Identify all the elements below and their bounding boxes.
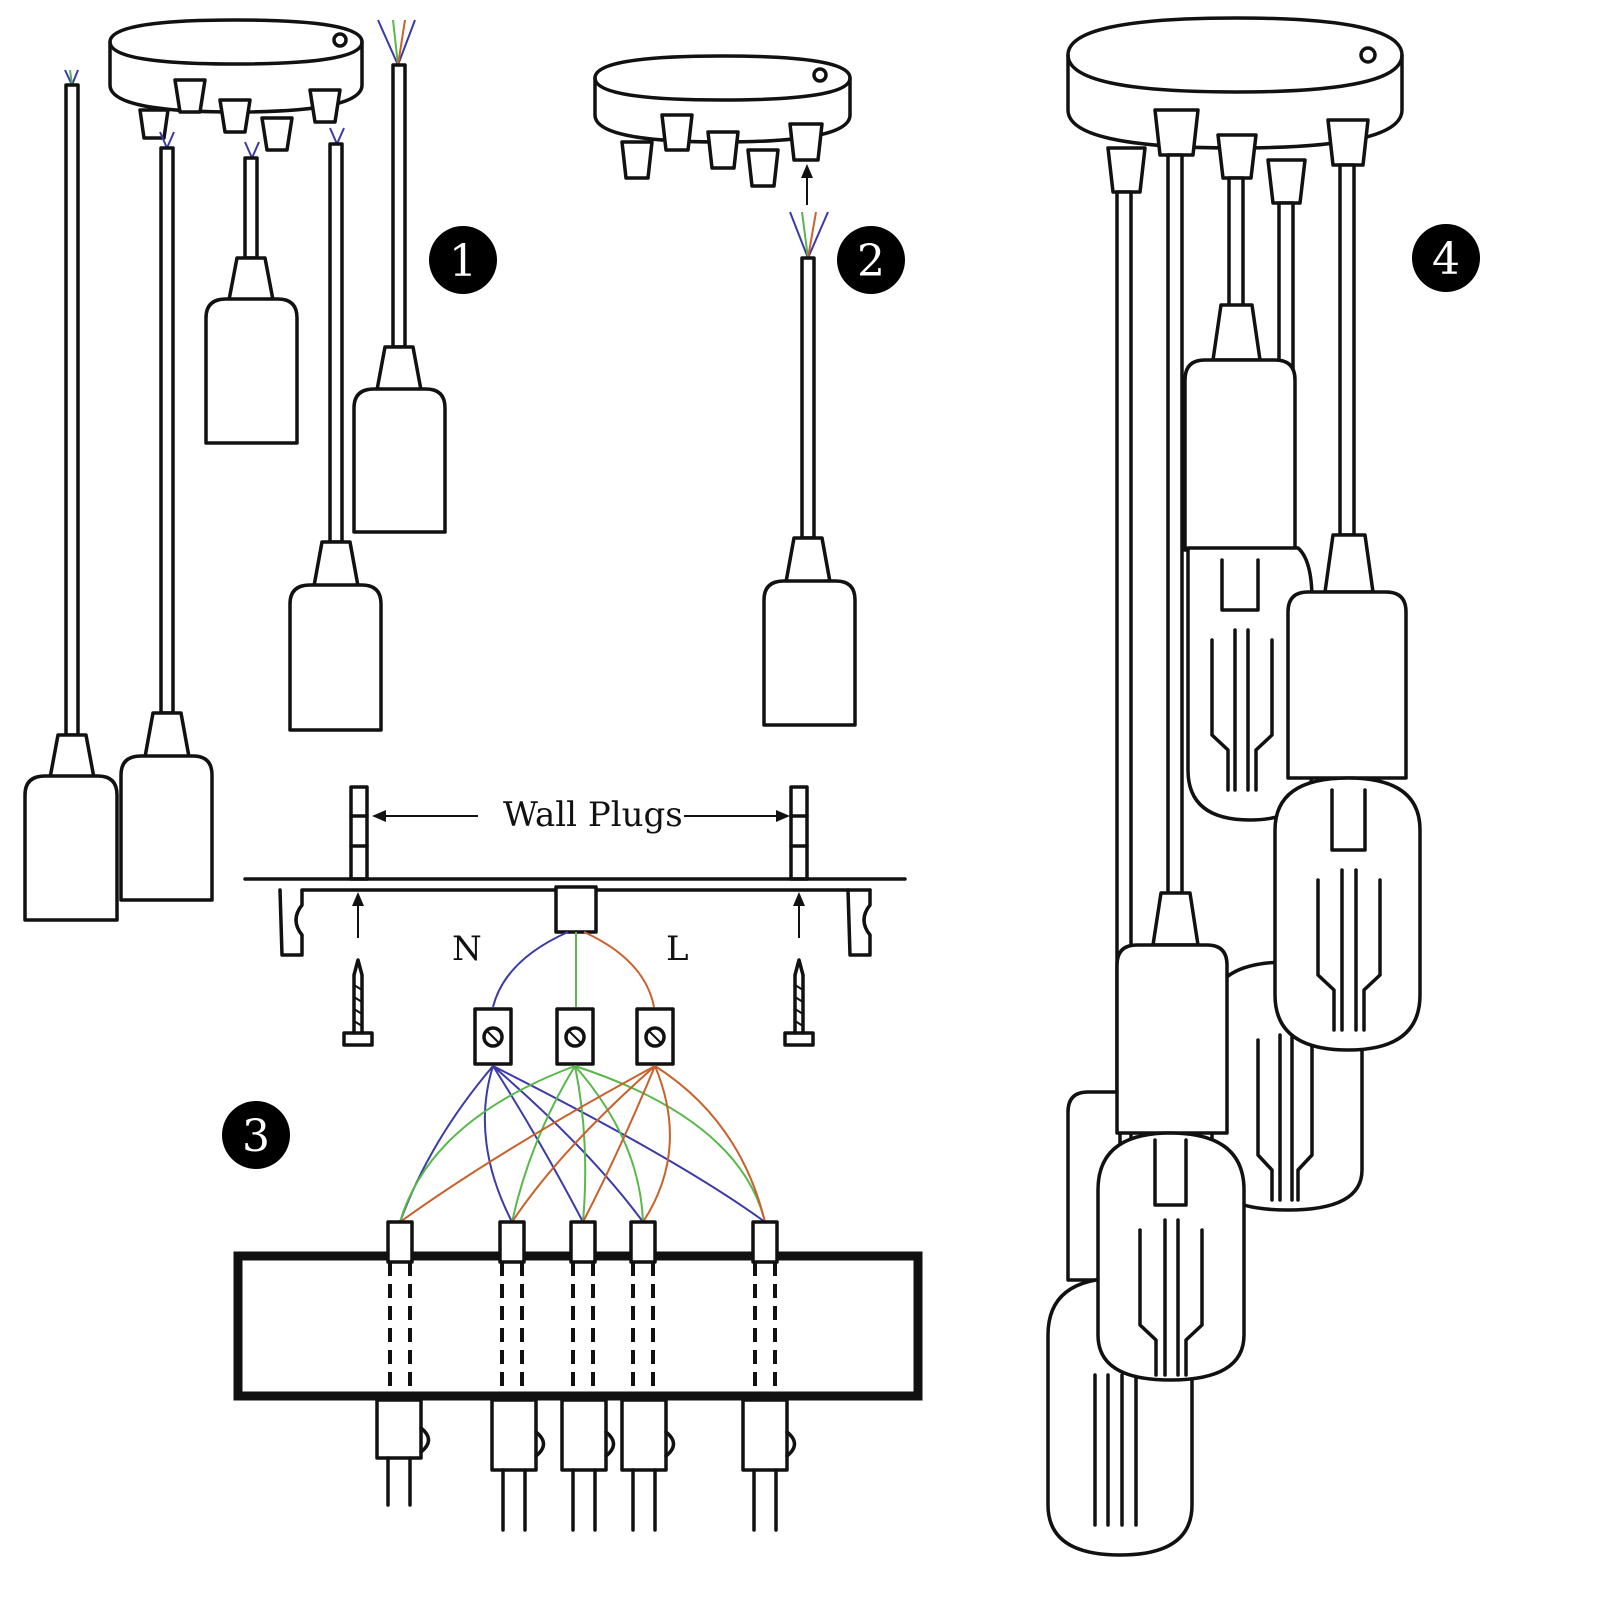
lamp-holder-icon <box>762 256 857 727</box>
lamp-holder-icon <box>204 156 299 445</box>
step-2-illustration: 2 <box>593 54 905 727</box>
terminal-block-icon <box>473 1007 513 1066</box>
screw-icon <box>783 958 815 1047</box>
cord-grips <box>375 1398 797 1532</box>
wall-plug-right <box>789 785 809 881</box>
step-4-illustration: 4 <box>1046 16 1480 1557</box>
terminal-block-icon <box>635 1007 675 1066</box>
ceiling-rose-icon <box>1066 16 1404 205</box>
step-4-number: 4 <box>1432 234 1460 285</box>
step-2-number: 2 <box>857 236 885 287</box>
wall-plug-left <box>349 785 369 881</box>
neutral-label: N <box>452 929 482 969</box>
terminal-block-icon <box>555 1007 595 1066</box>
step-3-illustration: Wall Plugs N L <box>222 785 923 1532</box>
step-4-badge: 4 <box>1412 224 1480 292</box>
bulb-icon <box>1186 546 1314 822</box>
step-1-number: 1 <box>449 236 477 287</box>
step-1-illustration: 1 <box>23 18 497 922</box>
lamp-holder-icon <box>1183 303 1297 552</box>
wire-entry-box <box>554 885 598 934</box>
live-label: L <box>666 929 689 969</box>
lamp-holder-icon <box>352 63 447 534</box>
arrow-icon <box>801 164 813 205</box>
mounting-bracket <box>243 877 907 957</box>
step-2-badge: 2 <box>837 226 905 294</box>
ceiling-rose-icon <box>593 54 852 188</box>
lamp-holder-icon <box>1115 891 1229 1135</box>
bulb-icon <box>1273 776 1422 1052</box>
ceiling-board <box>233 1251 923 1401</box>
step-3-number: 3 <box>242 1111 270 1162</box>
lamp-holder-icon <box>288 142 383 732</box>
step-3-badge: 3 <box>222 1101 290 1169</box>
arrow-icon <box>352 892 364 938</box>
arrow-icon <box>793 892 805 938</box>
wall-plugs-label: Wall Plugs <box>503 795 683 835</box>
step-1-badge: 1 <box>429 226 497 294</box>
lamp-holder-icon <box>1286 533 1408 780</box>
cable-feed-throughs <box>386 1220 779 1264</box>
lamp-holder-icon <box>119 146 214 902</box>
screw-icon <box>342 958 374 1047</box>
bulb-icon <box>1096 1131 1246 1382</box>
ceiling-rose-icon <box>108 18 364 152</box>
lamp-holder-icon <box>23 83 119 922</box>
